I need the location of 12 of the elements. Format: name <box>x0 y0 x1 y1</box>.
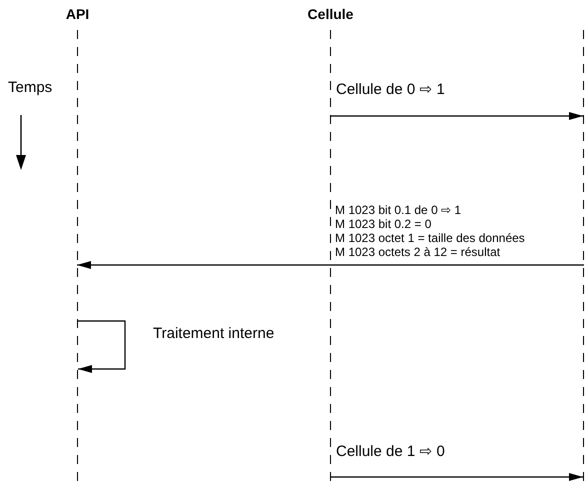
message-note: M 1023 octet 1 = taille des données <box>335 231 525 245</box>
lifeline-heading: Cellule <box>308 6 354 22</box>
lifeline-heading: API <box>66 6 90 22</box>
arrow <box>331 473 583 481</box>
arrow <box>78 320 126 373</box>
message-note: M 1023 bit 0.1 de 0 ⇨ 1 <box>335 203 462 217</box>
time-label: Temps <box>6 79 54 96</box>
message-note: M 1023 octets 2 à 12 = résultat <box>335 245 500 259</box>
lifeline <box>583 30 584 482</box>
arrow <box>77 261 584 269</box>
arrow <box>331 112 583 120</box>
message-note: M 1023 bit 0.2 = 0 <box>335 217 432 231</box>
